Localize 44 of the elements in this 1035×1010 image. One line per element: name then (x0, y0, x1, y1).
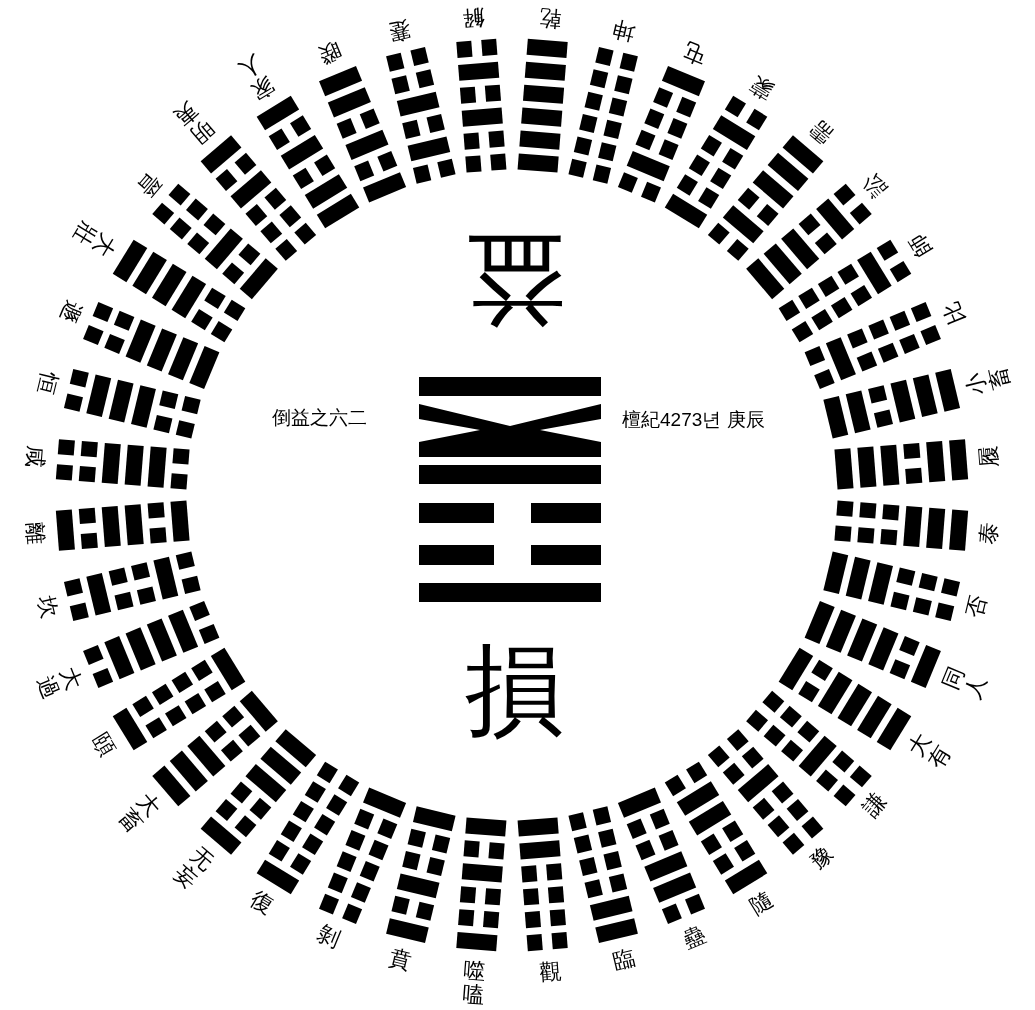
hexagram-name: 隨 (746, 886, 778, 919)
hexagram-name: 坤 (610, 15, 638, 45)
hexagram-name: 泰 (975, 520, 1002, 545)
hexagram-name: 晉 (132, 168, 165, 201)
annotation-text: 倒益之六二 (272, 408, 367, 427)
hexagram-name: 屯 (680, 38, 710, 69)
hexagram-name: 蠱 (680, 921, 710, 952)
hexagram-name: 无妄 (169, 842, 218, 894)
hexagram-name: 豫 (806, 842, 839, 875)
hexagram-name: 師 (903, 229, 936, 261)
hexagram-name: 坎 (32, 593, 62, 621)
hexagram-name: 家人 (233, 50, 278, 104)
hexagram-name: 需 (806, 115, 839, 148)
hexagram-name: 大過 (32, 663, 86, 702)
hexagram-name: 大有 (903, 729, 957, 774)
hexagram-name: 同人 (938, 663, 992, 702)
hexagram-name: 謙 (859, 789, 892, 822)
hexagram-name: 履 (975, 445, 1002, 470)
hexagram-name: 大畜 (113, 789, 165, 838)
hexagram-name: 解 (462, 5, 487, 32)
hexagram-name: 大壯 (67, 216, 121, 261)
hexagram-name: 剝 (314, 921, 344, 952)
hexagram-name: 臨 (610, 945, 638, 975)
hexagram-name: 訟 (859, 168, 892, 201)
hexagram-name: 噬嗑 (460, 958, 487, 1009)
hexagram-name: 明夷 (169, 96, 218, 148)
hexagram-name: 小畜 (962, 364, 1015, 397)
hexagram-name: 蒙 (746, 71, 778, 104)
hexagram-name: 咸 (22, 445, 49, 470)
hexagram-name: 蹇 (386, 15, 414, 45)
hexagram-name: 離 (22, 520, 49, 545)
hexagram-name: 復 (246, 886, 278, 919)
inverted-hexagram-name: 益 (464, 230, 566, 330)
hexagram-name: 遯 (55, 297, 86, 327)
hexagram-name: 觀 (537, 958, 562, 985)
hexagram-name: 恒 (32, 369, 62, 397)
hexagram-name: 頤 (88, 729, 121, 761)
hexagram-name: 睽 (314, 38, 344, 69)
hexagram-name: 賁 (386, 945, 414, 975)
hexagram-name: 比 (938, 297, 969, 327)
date-text: 檀紀4273년 庚辰 (622, 410, 765, 429)
hexagram-name: 否 (962, 593, 992, 621)
hexagram-title: 損 (464, 640, 566, 740)
hexagram-name: 乾 (537, 5, 562, 32)
